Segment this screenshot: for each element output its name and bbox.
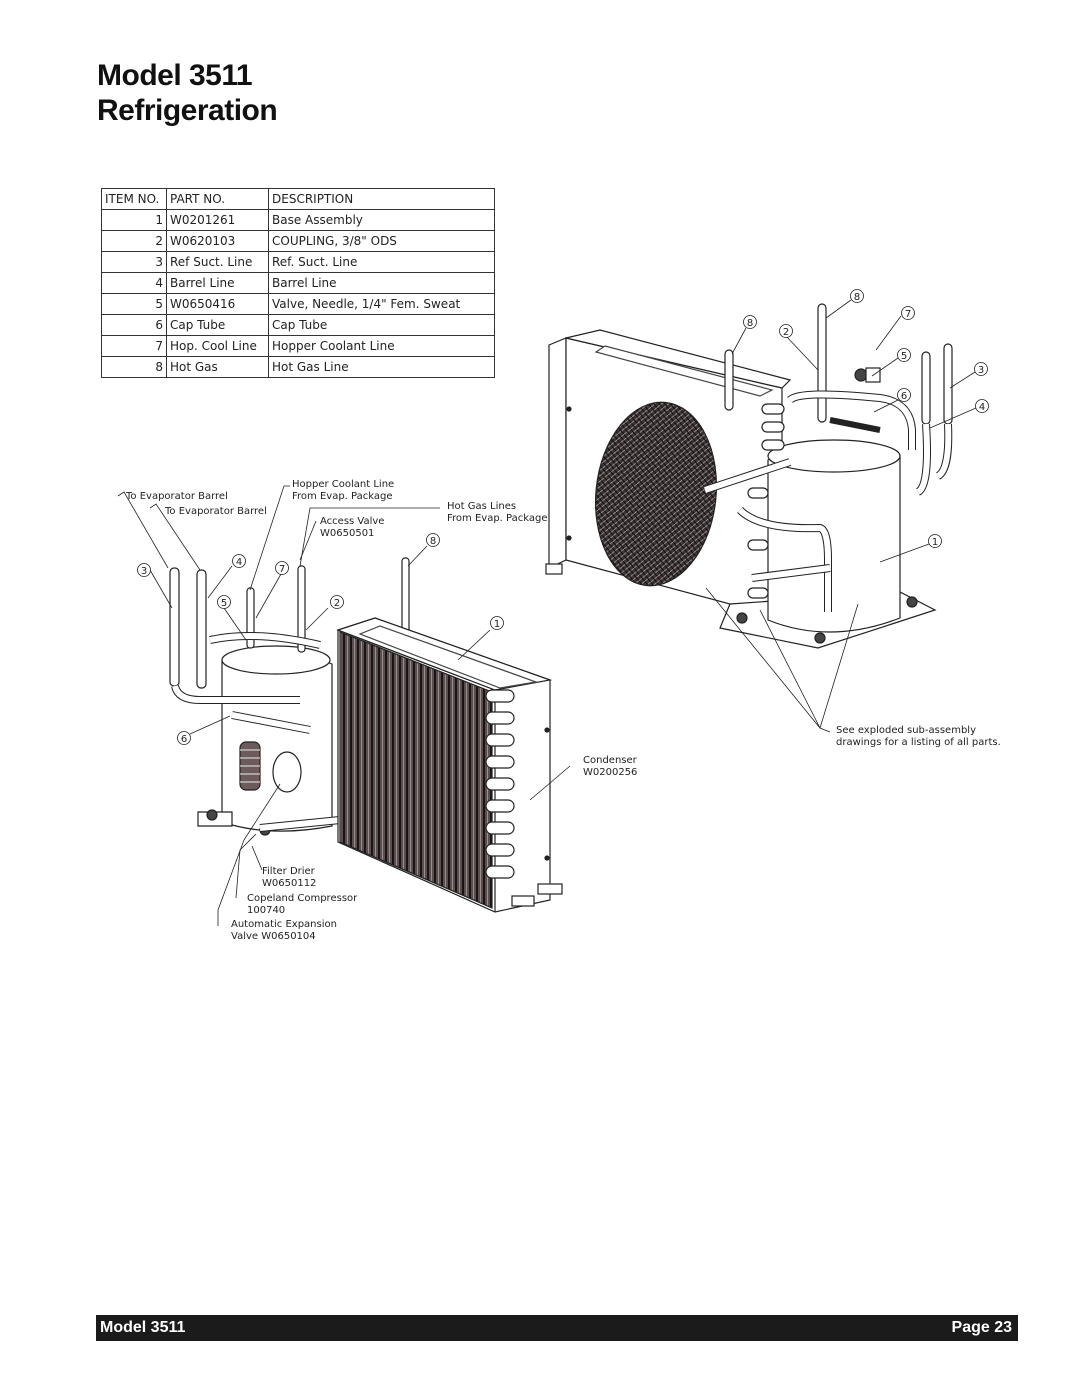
svg-text:1: 1 (494, 619, 500, 630)
balloon: 8 (743, 315, 757, 329)
balloons-left: 3 4 7 5 2 8 1 6 (137, 533, 504, 745)
callout-hopper-coolant-line: Hopper Coolant Line (292, 479, 394, 490)
balloon: 6 (897, 388, 911, 402)
footer-model: Model 3511 (100, 1319, 186, 1336)
compressor-shape (221, 650, 333, 832)
part-no: Hot Gas (166, 356, 269, 378)
part-no: Barrel Line (166, 272, 269, 294)
svg-text:4: 4 (979, 402, 985, 413)
balloon: 7 (275, 561, 289, 575)
part-no: W0620103 (166, 230, 269, 252)
page-title-section: Refrigeration (97, 94, 278, 127)
table-row: 7 Hop. Cool Line Hopper Coolant Line (101, 335, 495, 357)
balloon: 2 (779, 324, 793, 338)
table-row: 5 W0650416 Valve, Needle, 1/4" Fem. Swea… (101, 293, 495, 315)
callout-labels: To Evaporator Barrel To Evaporator Barre… (125, 479, 1001, 942)
callout-exploded-note: See exploded sub-assembly (836, 725, 976, 736)
balloon: 2 (330, 595, 344, 609)
balloon: 3 (974, 362, 988, 376)
svg-text:2: 2 (783, 327, 789, 338)
callout-to-evaporator-barrel: To Evaporator Barrel (164, 506, 267, 517)
callout-access-valve: Access Valve (320, 516, 384, 527)
part-no: W0201261 (166, 209, 269, 231)
footer-page-number: Page 23 (951, 1319, 1012, 1336)
callout-access-valve: W0650501 (320, 528, 374, 539)
fan-grille (594, 401, 718, 587)
balloon: 4 (232, 554, 246, 568)
callout-exploded-note: drawings for a listing of all parts. (836, 737, 1001, 748)
callout-compressor: 100740 (247, 905, 285, 916)
description: Valve, Needle, 1/4" Fem. Sweat (268, 293, 495, 315)
svg-text:7: 7 (905, 309, 911, 320)
table-row: 8 Hot Gas Hot Gas Line (101, 356, 495, 378)
table-row: 2 W0620103 COUPLING, 3/8" ODS (101, 230, 495, 252)
balloon: 6 (177, 731, 191, 745)
callout-hot-gas-lines: Hot Gas Lines (447, 501, 516, 512)
callout-expansion-valve: Valve W0650104 (231, 931, 316, 942)
balloon: 1 (928, 534, 942, 548)
balloon: 3 (137, 563, 151, 577)
callout-to-evaporator-barrel: To Evaporator Barrel (125, 491, 228, 502)
description: COUPLING, 3/8" ODS (268, 230, 495, 252)
parts-table: ITEM NO. PART NO. DESCRIPTION 1 W0201261… (101, 188, 495, 378)
balloons-right: 8 7 8 2 5 3 6 4 1 (743, 289, 989, 548)
table-row: 4 Barrel Line Barrel Line (101, 272, 495, 294)
header-item-no: ITEM NO. (101, 188, 167, 210)
leader-lines (117, 299, 977, 926)
right-assembly (545, 303, 953, 649)
callout-condenser: W0200256 (583, 767, 637, 778)
balloon: 7 (901, 306, 915, 320)
svg-text:3: 3 (978, 365, 984, 376)
callout-condenser: Condenser (583, 755, 638, 766)
balloon: 8 (426, 533, 440, 547)
balloon: 1 (490, 616, 504, 630)
page-title-model: Model 3511 (97, 59, 253, 92)
svg-text:7: 7 (279, 564, 285, 575)
svg-text:6: 6 (181, 734, 187, 745)
page-footer: Model 3511 Page 23 (96, 1315, 1018, 1341)
callout-compressor: Copeland Compressor (247, 893, 358, 904)
balloon: 8 (850, 289, 864, 303)
svg-text:8: 8 (854, 292, 860, 303)
svg-text:2: 2 (334, 598, 340, 609)
callout-hot-gas-lines: From Evap. Package (447, 513, 547, 524)
svg-text:3: 3 (141, 566, 147, 577)
svg-text:8: 8 (747, 318, 753, 329)
svg-text:1: 1 (932, 537, 938, 548)
left-assembly (169, 557, 563, 913)
balloon: 4 (975, 399, 989, 413)
description: Hot Gas Line (268, 356, 495, 378)
svg-text:8: 8 (430, 536, 436, 547)
callout-filter-drier: W0650112 (262, 878, 316, 889)
callout-hopper-coolant-line: From Evap. Package (292, 491, 392, 502)
table-row: 3 Ref Suct. Line Ref. Suct. Line (101, 251, 495, 273)
page-title: Model 3511 Refrigeration (97, 58, 278, 128)
balloon: 5 (217, 595, 231, 609)
callout-filter-drier: Filter Drier (262, 866, 316, 877)
balloon: 5 (897, 348, 911, 362)
svg-text:5: 5 (221, 598, 227, 609)
expansion-valve-shape (272, 751, 302, 793)
parts-table-header: ITEM NO. PART NO. DESCRIPTION (101, 188, 495, 210)
svg-text:6: 6 (901, 391, 907, 402)
description: Hopper Coolant Line (268, 335, 495, 357)
callout-expansion-valve: Automatic Expansion (231, 919, 337, 930)
svg-text:4: 4 (236, 557, 242, 568)
svg-text:5: 5 (901, 351, 907, 362)
